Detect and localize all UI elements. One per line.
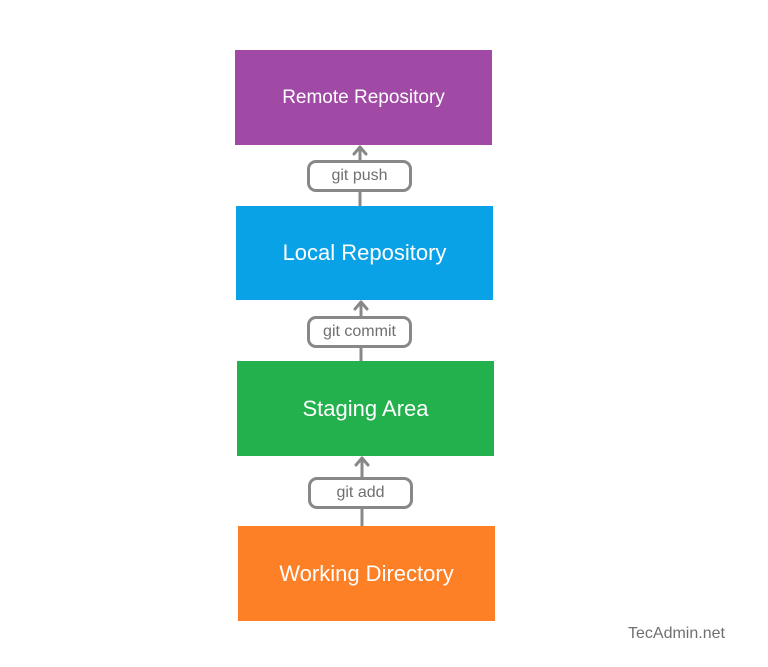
- staging-area-label: Staging Area: [302, 395, 429, 421]
- git-add-label: git add: [336, 484, 385, 501]
- remote-repository-box: Remote Repository: [235, 50, 492, 145]
- git-commit-command: git commit: [307, 316, 412, 348]
- git-commit-label: git commit: [323, 323, 396, 340]
- commit-arrow-head: [353, 300, 369, 311]
- staging-area-box: Staging Area: [237, 361, 494, 456]
- git-add-command: git add: [308, 477, 413, 509]
- git-push-label: git push: [331, 167, 388, 184]
- git-push-command: git push: [307, 160, 412, 192]
- push-arrow-head: [352, 145, 368, 156]
- remote-repository-label: Remote Repository: [282, 86, 445, 108]
- watermark: TecAdmin.net: [628, 625, 725, 642]
- working-directory-box: Working Directory: [238, 526, 495, 621]
- add-arrow-head: [354, 456, 370, 467]
- working-directory-label: Working Directory: [279, 560, 454, 586]
- local-repository-label: Local Repository: [282, 240, 447, 265]
- local-repository-box: Local Repository: [236, 206, 493, 300]
